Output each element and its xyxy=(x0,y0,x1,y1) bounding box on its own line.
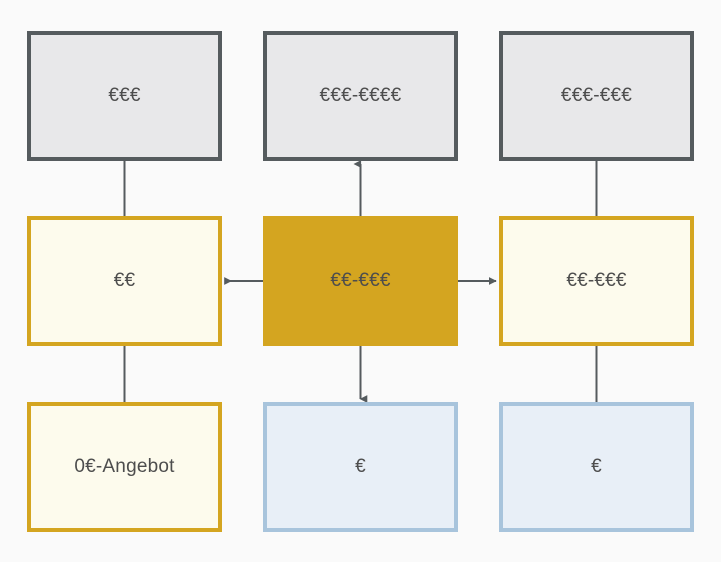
node-top-right-label: €€€-€€€ xyxy=(560,84,633,106)
node-bottom-center[interactable]: € xyxy=(263,402,458,532)
node-mid-left[interactable]: €€ xyxy=(27,216,222,346)
node-bottom-left-label: 0€-Angebot xyxy=(74,455,175,477)
node-top-left-label: €€€ xyxy=(108,84,141,106)
node-mid-left-label: €€ xyxy=(113,269,136,291)
node-bottom-center-label: € xyxy=(355,455,366,477)
node-bottom-right-label: € xyxy=(591,455,602,477)
node-top-left[interactable]: €€€ xyxy=(27,31,222,161)
node-bottom-left[interactable]: 0€-Angebot xyxy=(27,402,222,532)
node-top-right[interactable]: €€€-€€€ xyxy=(499,31,694,161)
node-mid-right-label: €€-€€€ xyxy=(566,269,627,291)
node-top-center[interactable]: €€€-€€€€ xyxy=(263,31,458,161)
node-mid-right[interactable]: €€-€€€ xyxy=(499,216,694,346)
node-bottom-right[interactable]: € xyxy=(499,402,694,532)
node-mid-center-label: €€-€€€ xyxy=(330,269,391,291)
node-mid-center-highlighted[interactable]: €€-€€€ xyxy=(263,216,458,346)
node-top-center-label: €€€-€€€€ xyxy=(319,84,402,106)
